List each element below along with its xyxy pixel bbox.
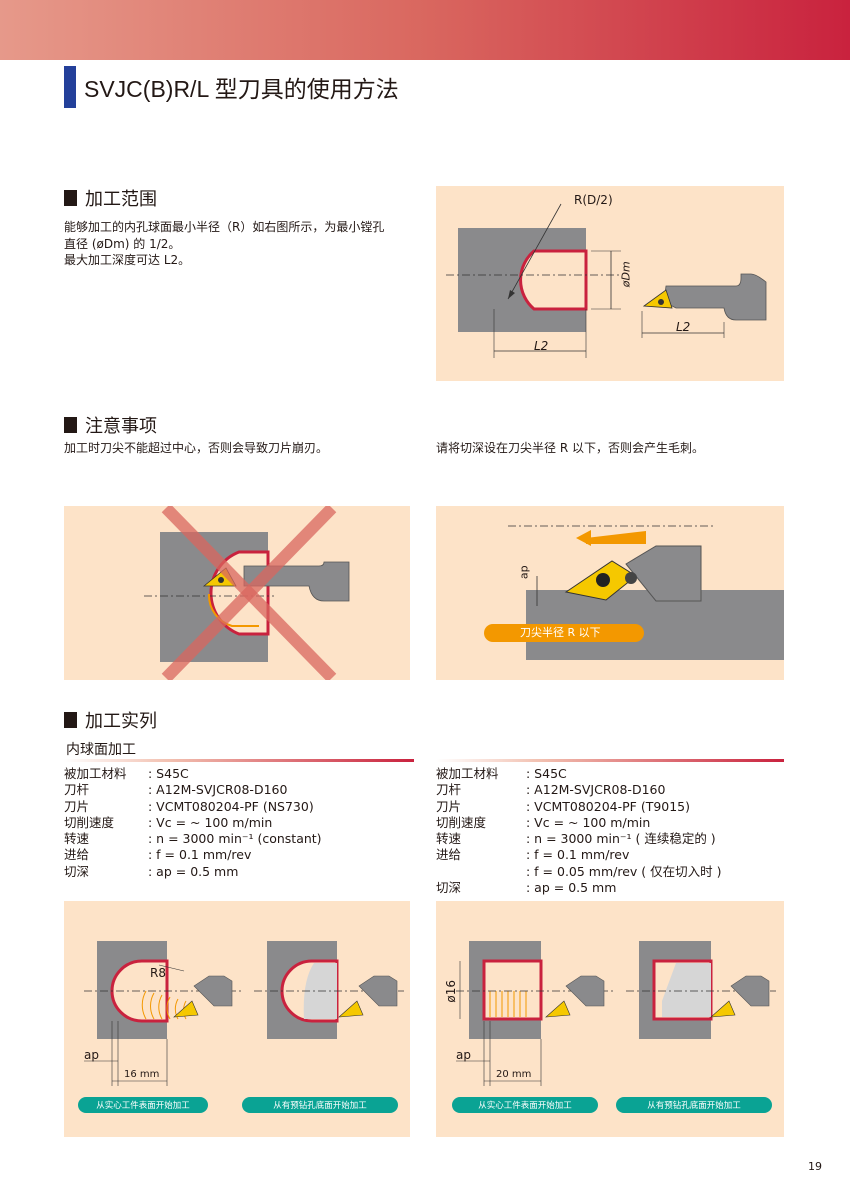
- spec-row: 被加工材料 : S45C: [64, 766, 322, 782]
- spec-row: 刀片 : VCMT080204-PF (T9015): [436, 799, 722, 815]
- dimension-label: 20 mm: [496, 1069, 532, 1080]
- ap-label: ap: [84, 1048, 99, 1062]
- label-pill: 从实心工件表面开始加工: [452, 1097, 598, 1113]
- spec-value: : ap = 0.5 mm: [148, 863, 239, 879]
- spec-key: 刀片: [64, 798, 90, 814]
- spec-row: 切削速度 : Vc = ~ 100 m/min: [64, 815, 322, 831]
- page-title: SVJC(B)R/L 型刀具的使用方法: [84, 76, 399, 102]
- example-diagram-sphere: R8 ap 16 mm 从实心工件表面开始加工 从有预钻孔底面开始加工: [64, 901, 410, 1137]
- wrong-usage-diagram: [64, 506, 410, 680]
- note-left: 加工时刀尖不能超过中心，否则会导致刀片崩刃。: [64, 441, 329, 455]
- radius-label: R8: [150, 966, 166, 980]
- spec-key: 切削速度: [436, 814, 487, 830]
- subheading-underline: [436, 759, 784, 762]
- radius-label: R(D/2): [574, 193, 613, 207]
- spec-key: 转速: [64, 831, 90, 847]
- ap-label: ap: [517, 565, 531, 580]
- nose-radius-callout: 刀尖半径 R 以下: [520, 626, 601, 639]
- spec-key: 被加工材料: [436, 766, 499, 781]
- dimension-label: 16 mm: [124, 1069, 160, 1080]
- section-heading-range: 加工范围: [64, 185, 157, 211]
- spec-row: 切深 : ap = 0.5 mm: [436, 880, 722, 896]
- heading-text: 注意事项: [85, 416, 157, 437]
- spec-value: : S45C: [148, 766, 189, 781]
- spec-value: : Vc = ~ 100 m/min: [148, 814, 273, 830]
- note-right: 请将切深设在刀尖半径 R 以下，否则会产生毛刺。: [436, 441, 704, 455]
- spec-row: 进给 : f = 0.1 mm/rev: [436, 847, 722, 863]
- left-spec-list: 被加工材料 : S45C 刀杆 : A12M-SVJCR08-D160 刀片 : VC…: [64, 766, 322, 880]
- label-pill: 从有预钻孔底面开始加工: [242, 1097, 398, 1113]
- spec-row: 转速 : n = 3000 min⁻¹ ( 连续稳定的 ): [436, 831, 722, 847]
- spec-value: : f = 0.1 mm/rev: [148, 847, 252, 863]
- diameter-label: øDm: [619, 261, 633, 288]
- text-line: 最大加工深度可达 L2。: [64, 253, 191, 267]
- label-pill: 从有预钻孔底面开始加工: [616, 1097, 772, 1113]
- spec-key: 切深: [64, 863, 90, 879]
- spec-value: : ap = 0.5 mm: [526, 880, 617, 896]
- spec-row: 刀杆 : A12M-SVJCR08-D160: [64, 782, 322, 798]
- title-accent-bar: [64, 66, 76, 108]
- spec-value: : f = 0.05 mm/rev ( 仅在切入时 ): [526, 863, 722, 879]
- right-spec-list: 被加工材料 : S45C 刀杆 : A12M-SVJCR08-D160 刀片 : VC…: [436, 766, 722, 896]
- spec-key: [436, 864, 526, 880]
- spec-value: : n = 3000 min⁻¹ (constant): [148, 831, 322, 847]
- page-number: 19: [808, 1160, 822, 1173]
- text-line: 直径 (øDm) 的 1/2。: [64, 236, 181, 251]
- spec-value: : A12M-SVJCR08-D160: [148, 782, 288, 798]
- ap-label: ap: [456, 1048, 471, 1062]
- l2-label: L2: [534, 339, 549, 353]
- spec-row: 切削速度 : Vc = ~ 100 m/min: [436, 815, 722, 831]
- spec-value: : n = 3000 min⁻¹ ( 连续稳定的 ): [526, 831, 716, 847]
- spec-value: : VCMT080204-PF (T9015): [526, 798, 691, 814]
- spec-value: : VCMT080204-PF (NS730): [148, 798, 314, 814]
- spec-row: 被加工材料 : S45C: [436, 766, 722, 782]
- spec-key: 刀片: [436, 798, 462, 814]
- spec-row: 刀片 : VCMT080204-PF (NS730): [64, 799, 322, 815]
- text-line: 能够加工的内孔球面最小半径（R）如右图所示，为最小镗孔: [64, 220, 385, 234]
- heading-text: 加工实列: [85, 711, 157, 732]
- tool-l2-label: L2: [676, 320, 691, 334]
- spec-value: : A12M-SVJCR08-D160: [526, 782, 666, 798]
- spec-key: 刀杆: [64, 782, 90, 798]
- spec-row: 刀杆 : A12M-SVJCR08-D160: [436, 782, 722, 798]
- spec-key: 进给: [64, 847, 90, 863]
- heading-square-icon: [64, 190, 77, 206]
- subheading-underline: [64, 759, 414, 762]
- spec-value: : f = 0.1 mm/rev: [526, 847, 630, 863]
- heading-square-icon: [64, 417, 77, 433]
- depth-of-cut-diagram: ap 刀尖半径 R 以下: [436, 506, 784, 680]
- spec-row: 进给 : f = 0.1 mm/rev: [64, 847, 322, 863]
- spec-value: : S45C: [526, 766, 567, 781]
- spec-key: 切削速度: [64, 814, 115, 830]
- spec-key: 进给: [436, 847, 462, 863]
- section-heading-examples: 加工实列: [64, 707, 157, 733]
- spec-key: 切深: [436, 880, 462, 896]
- spec-key: 被加工材料: [64, 766, 127, 781]
- section-heading-notes: 注意事项: [64, 412, 157, 438]
- spec-value: : Vc = ~ 100 m/min: [526, 814, 651, 830]
- heading-text: 加工范围: [85, 189, 157, 210]
- spec-row: 转速 : n = 3000 min⁻¹ (constant): [64, 831, 322, 847]
- spec-key: 刀杆: [436, 782, 462, 798]
- diameter-label: ø16: [444, 979, 459, 1003]
- subheading: 内球面加工: [66, 742, 136, 758]
- spec-row: 切深 : ap = 0.5 mm: [64, 864, 322, 880]
- spec-key: 转速: [436, 831, 462, 847]
- heading-square-icon: [64, 712, 77, 728]
- spec-row: : f = 0.05 mm/rev ( 仅在切入时 ): [436, 864, 722, 880]
- label-pill: 从实心工件表面开始加工: [78, 1097, 208, 1113]
- range-description: 能够加工的内孔球面最小半径（R）如右图所示，为最小镗孔 直径 (øDm) 的 1…: [64, 219, 424, 269]
- example-diagram-flat: ø16 ap 20 mm 从实心工件表面开始加工 从有预钻孔底面开始加工: [436, 901, 784, 1137]
- header-band: [0, 0, 850, 60]
- range-diagram: R(D/2) øDm L2 L2: [436, 186, 784, 381]
